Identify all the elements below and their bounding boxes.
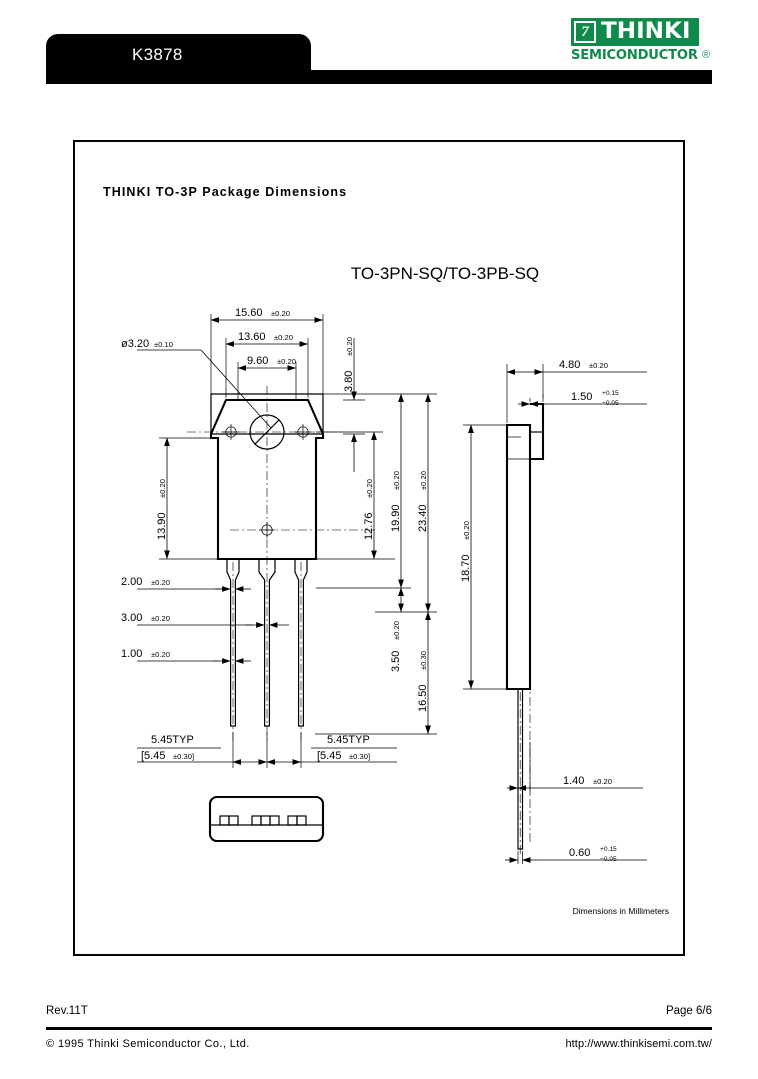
svg-text:±0.20: ±0.20 [277,357,296,366]
svg-text:±0.20: ±0.20 [392,471,401,490]
svg-text:±0.20: ±0.20 [392,621,401,640]
page-number-label: Page 6/6 [665,1005,712,1017]
package-drawing: .obj { fill:none; stroke:#000; stroke-wi… [121,307,647,864]
svg-text:±0.20: ±0.20 [158,479,167,498]
svg-text:4.80: 4.80 [559,359,580,371]
svg-text:5.45TYP: 5.45TYP [151,734,194,746]
svg-text:±0.20: ±0.20 [593,777,612,786]
svg-text:1.50: 1.50 [571,391,592,403]
svg-text:1.00: 1.00 [121,648,142,660]
logo-wordmark: THINKI [601,19,691,44]
svg-text:±0.20: ±0.20 [589,361,608,370]
svg-text:5.45TYP: 5.45TYP [327,734,370,746]
svg-text:3.00: 3.00 [121,612,142,624]
svg-text:±0.20: ±0.20 [151,650,170,659]
svg-text:23.40: 23.40 [417,504,429,532]
svg-text:±0.30]: ±0.30] [349,752,370,761]
svg-text:19.90: 19.90 [390,504,402,532]
svg-text:ø3.20: ø3.20 [121,338,149,350]
svg-text:±0.20: ±0.20 [274,333,293,342]
svg-text:−0.05: −0.05 [600,856,617,863]
svg-text:0.60: 0.60 [569,847,590,859]
svg-text:16.50: 16.50 [417,684,429,712]
svg-text:+0.15: +0.15 [600,846,617,853]
svg-text:±0.20: ±0.20 [365,479,374,498]
svg-text:12.76: 12.76 [363,512,375,540]
company-url-link[interactable]: http://www.thinkisemi.com.tw/ [565,1038,712,1050]
svg-text:±0.10: ±0.10 [154,340,173,349]
svg-text:±0.30: ±0.30 [419,651,428,670]
svg-text:3.50: 3.50 [390,651,402,672]
svg-text:2.00: 2.00 [121,576,142,588]
part-number-title: K3878 [132,45,183,64]
drawing-frame: THINKI TO-3P Package Dimensions TO-3PN-S… [73,140,685,956]
copyright-label: © 1995 Thinki Semiconductor Co., Ltd. [46,1038,250,1050]
footer-rule [46,1027,712,1030]
registered-trademark-icon: ® [702,49,711,61]
svg-text:13.90: 13.90 [156,512,168,540]
header-tab-fill [46,60,311,80]
drawing-title: THINKI TO-3P Package Dimensions [103,185,348,199]
svg-text:[5.45: [5.45 [141,750,165,762]
svg-text:1.40: 1.40 [563,775,584,787]
svg-text:[5.45: [5.45 [317,750,341,762]
logo-seven-mark: 7 [574,21,596,43]
svg-text:+0.15: +0.15 [602,390,619,397]
revision-label: Rev.11T [46,1005,88,1017]
svg-text:15.60: 15.60 [235,307,263,319]
svg-text:±0.30]: ±0.30] [173,752,194,761]
logo-subtitle: SEMICONDUCTOR [571,47,698,63]
page-header: K3878 7 THINKI SEMICONDUCTOR ® [0,0,758,96]
svg-text:13.60: 13.60 [238,331,266,343]
svg-text:±0.20: ±0.20 [462,521,471,540]
svg-text:3.80: 3.80 [343,371,355,392]
svg-text:18.70: 18.70 [460,554,472,582]
svg-text:±0.20: ±0.20 [419,471,428,490]
svg-text:±0.20: ±0.20 [271,309,290,318]
svg-text:−0.05: −0.05 [602,400,619,407]
svg-text:±0.20: ±0.20 [345,337,354,356]
package-name-label: TO-3PN-SQ/TO-3PB-SQ [350,264,540,283]
svg-text:±0.20: ±0.20 [151,614,170,623]
svg-text:±0.20: ±0.20 [151,578,170,587]
svg-text:9.60: 9.60 [247,355,268,367]
thinki-logo: 7 THINKI SEMICONDUCTOR ® [571,18,717,66]
units-note: Dimensions in Millimeters [572,906,669,916]
